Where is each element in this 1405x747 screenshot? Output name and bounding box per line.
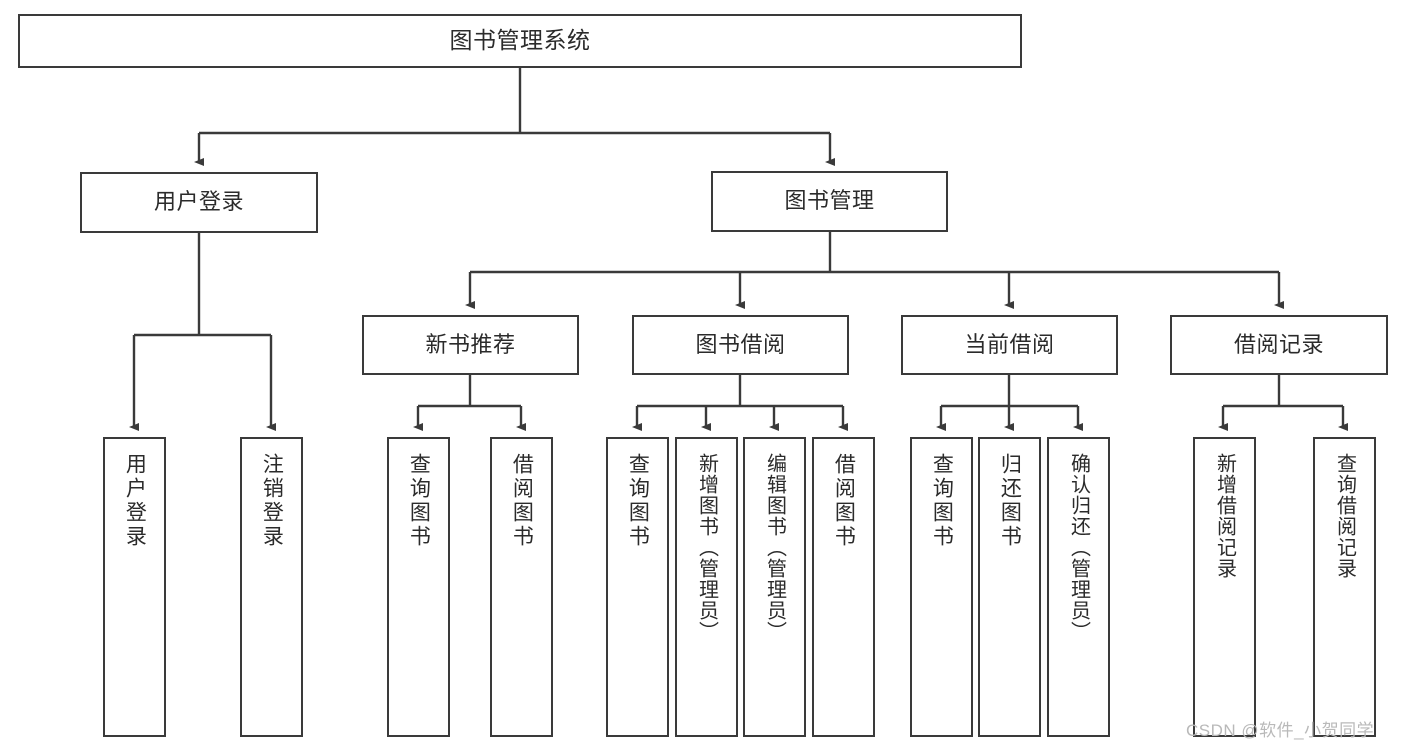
- node-label: 新增借阅记录: [1213, 453, 1236, 579]
- watermark-text: CSDN @软件_小贺同学: [1186, 721, 1375, 740]
- node-label: 图书管理系统: [449, 27, 591, 54]
- leaf-user-login-login[interactable]: 用户登录: [103, 437, 166, 737]
- node-book-management[interactable]: 图书管理: [711, 171, 948, 232]
- node-borrow-record[interactable]: 借阅记录: [1170, 315, 1388, 375]
- node-label: 用户登录: [123, 453, 147, 549]
- node-label: 注销登录: [260, 453, 284, 549]
- node-current-borrow[interactable]: 当前借阅: [901, 315, 1118, 375]
- node-label: 查询图书: [407, 453, 431, 549]
- node-book-borrow[interactable]: 图书借阅: [632, 315, 849, 375]
- leaf-current-borrow-confirm[interactable]: 确认归还（管理员）: [1047, 437, 1110, 737]
- node-label: 图书借阅: [695, 331, 786, 357]
- node-label: 图书管理: [784, 188, 875, 214]
- node-new-book-recommend[interactable]: 新书推荐: [362, 315, 579, 375]
- leaf-current-borrow-query[interactable]: 查询图书: [910, 437, 973, 737]
- node-label: 用户登录: [153, 189, 244, 215]
- node-label: 编辑图书（管理员）: [763, 453, 786, 642]
- node-label: 查询借阅记录: [1333, 453, 1356, 579]
- leaf-new-book-query[interactable]: 查询图书: [387, 437, 450, 737]
- node-label: 查询图书: [626, 453, 650, 549]
- node-label: 借阅图书: [510, 453, 534, 549]
- node-label: 当前借阅: [964, 331, 1055, 357]
- leaf-book-borrow-edit[interactable]: 编辑图书（管理员）: [743, 437, 806, 737]
- node-label: 新书推荐: [425, 331, 516, 357]
- leaf-user-login-logout[interactable]: 注销登录: [240, 437, 303, 737]
- leaf-current-borrow-return[interactable]: 归还图书: [978, 437, 1041, 737]
- leaf-book-borrow-query[interactable]: 查询图书: [606, 437, 669, 737]
- node-root-system[interactable]: 图书管理系统: [18, 14, 1022, 68]
- node-label: 新增图书（管理员）: [695, 453, 718, 642]
- leaf-book-borrow-borrow[interactable]: 借阅图书: [812, 437, 875, 737]
- node-label: 归还图书: [998, 453, 1022, 549]
- node-label: 借阅记录: [1233, 331, 1324, 357]
- node-label: 查询图书: [930, 453, 954, 549]
- node-label: 确认归还（管理员）: [1067, 453, 1090, 642]
- node-label: 借阅图书: [832, 453, 856, 549]
- leaf-new-book-borrow[interactable]: 借阅图书: [490, 437, 553, 737]
- node-user-login[interactable]: 用户登录: [80, 172, 318, 233]
- leaf-borrow-record-query[interactable]: 查询借阅记录: [1313, 437, 1376, 737]
- leaf-borrow-record-add[interactable]: 新增借阅记录: [1193, 437, 1256, 737]
- leaf-book-borrow-add[interactable]: 新增图书（管理员）: [675, 437, 738, 737]
